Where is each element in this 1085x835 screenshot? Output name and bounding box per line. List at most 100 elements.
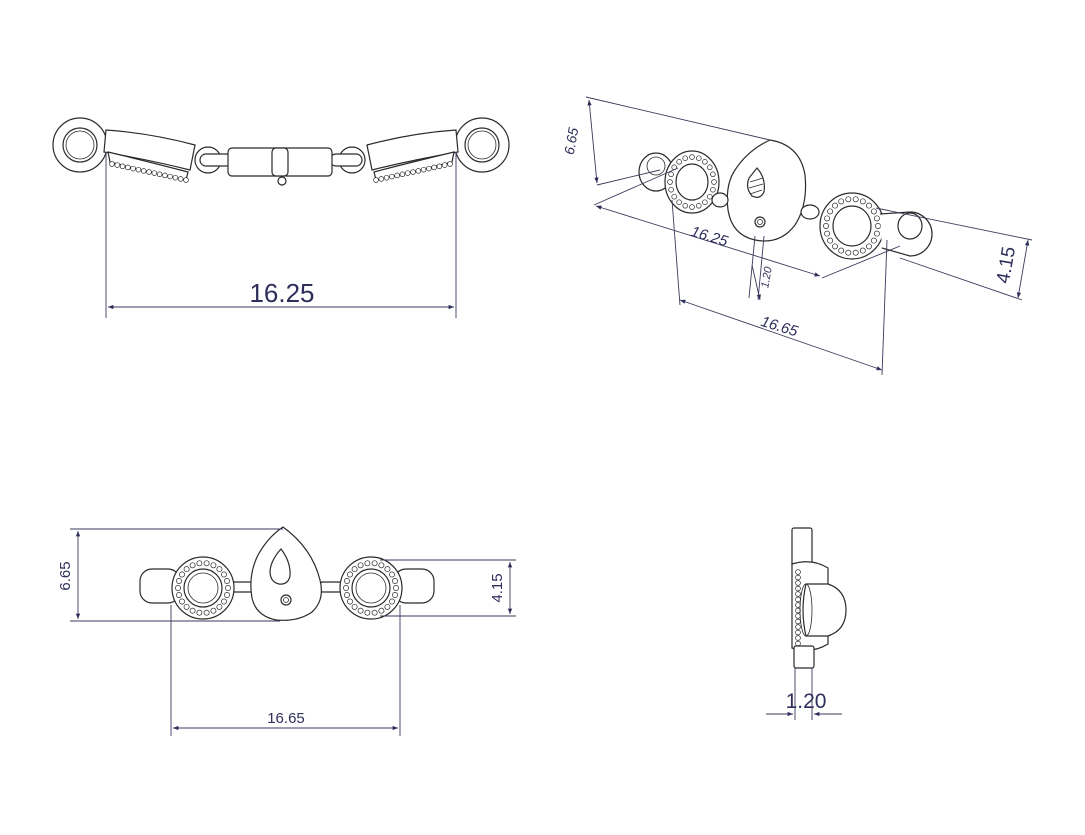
pave-bead — [179, 571, 185, 578]
pave-bead — [838, 198, 845, 205]
pave-bead — [852, 249, 859, 256]
pave-bead — [827, 208, 834, 215]
front-drop-body — [250, 526, 322, 621]
pave-bead — [394, 172, 400, 179]
pave-bead — [671, 193, 677, 200]
pave-bead — [221, 598, 227, 605]
pave-bead — [702, 199, 708, 205]
pave-bead — [824, 230, 831, 237]
pave-bead — [873, 230, 880, 237]
pave-bead — [224, 592, 230, 598]
pave-bead — [426, 165, 432, 172]
pave-bead — [125, 164, 131, 171]
iso-depth-label: 4.15 — [993, 245, 1020, 285]
pave-bead — [832, 243, 838, 250]
pave-bead — [357, 607, 364, 614]
pave-bead — [347, 598, 353, 605]
pave-bead — [351, 566, 358, 573]
front-left-bezel — [171, 556, 235, 620]
pave-bead — [172, 174, 179, 181]
pave-bead — [682, 155, 688, 161]
pave-bead — [351, 603, 358, 610]
pave-bead — [392, 578, 398, 584]
pave-bead — [221, 571, 227, 578]
pave-bead — [347, 571, 353, 578]
front-depth-label: 4.15 — [489, 573, 506, 602]
pave-bead — [875, 223, 881, 229]
pave-bead — [162, 172, 168, 179]
front-view: 6.65 4.15 16.65 — [57, 526, 516, 736]
side-thickness-dimension: 1.20 — [766, 668, 842, 720]
pave-bead — [183, 566, 190, 573]
pave-bead — [179, 598, 185, 605]
pave-bead — [383, 174, 390, 181]
pave-bead — [384, 566, 391, 573]
pave-bead — [795, 629, 801, 636]
side-view: 1.20 — [766, 527, 847, 720]
pave-bead — [870, 237, 877, 244]
side-bottom-post — [793, 645, 815, 669]
pave-bead — [210, 607, 217, 614]
pave-bead — [436, 163, 443, 170]
front-height-label: 6.65 — [57, 561, 74, 590]
pave-bead — [371, 609, 378, 616]
pave-bead — [389, 571, 395, 578]
top-right-pin — [329, 153, 363, 167]
pave-bead — [845, 249, 852, 256]
pave-bead — [859, 247, 866, 254]
iso-part — [638, 139, 933, 260]
pave-bead — [707, 193, 713, 200]
pave-bead — [859, 198, 866, 205]
pave-bead — [389, 173, 395, 180]
iso-drop-body — [726, 139, 807, 242]
pave-bead — [146, 169, 152, 175]
pave-bead — [711, 179, 717, 185]
pave-bead — [710, 171, 716, 178]
pave-bead — [210, 562, 217, 569]
pave-bead — [795, 635, 801, 641]
pave-bead — [399, 171, 406, 178]
pave-bead — [151, 170, 158, 176]
pave-bead — [689, 204, 695, 210]
pave-bead — [176, 578, 182, 584]
pave-bead — [410, 169, 416, 175]
pave-bead — [870, 208, 877, 215]
pave-bead — [183, 603, 190, 610]
pave-bead — [441, 162, 448, 168]
pave-bead — [216, 603, 223, 610]
pave-bead — [344, 578, 350, 584]
top-left-pin — [199, 153, 233, 167]
pave-bead — [109, 161, 115, 167]
pave-bead — [135, 166, 142, 173]
pave-bead — [404, 170, 411, 176]
pave-bead — [114, 162, 121, 168]
top-right-ring — [454, 117, 510, 173]
pave-bead — [824, 215, 831, 222]
iso-height-dimension: 6.65 — [561, 96, 771, 186]
pave-bead — [175, 585, 181, 591]
pave-bead — [378, 562, 385, 569]
pave-bead — [795, 618, 801, 625]
pave-bead — [795, 596, 801, 603]
pave-bead — [344, 592, 350, 598]
pave-bead — [795, 574, 801, 581]
top-right-arm — [366, 129, 459, 183]
pave-bead — [189, 607, 196, 614]
pave-bead — [827, 237, 834, 244]
pave-bead — [364, 560, 371, 567]
pave-bead — [130, 165, 136, 172]
iso-length-label: 16.65 — [759, 313, 800, 340]
pave-bead — [710, 186, 716, 193]
pave-bead — [177, 176, 184, 182]
pave-bead — [873, 215, 880, 222]
pave-bead — [668, 186, 674, 193]
pave-bead — [682, 203, 688, 209]
pave-bead — [392, 592, 398, 598]
pave-bead — [696, 155, 702, 161]
pave-bead — [845, 196, 852, 203]
pave-bead — [196, 609, 203, 616]
pave-bead — [196, 560, 203, 567]
front-length-dimension: 16.65 — [170, 605, 401, 736]
pave-bead — [140, 168, 147, 174]
